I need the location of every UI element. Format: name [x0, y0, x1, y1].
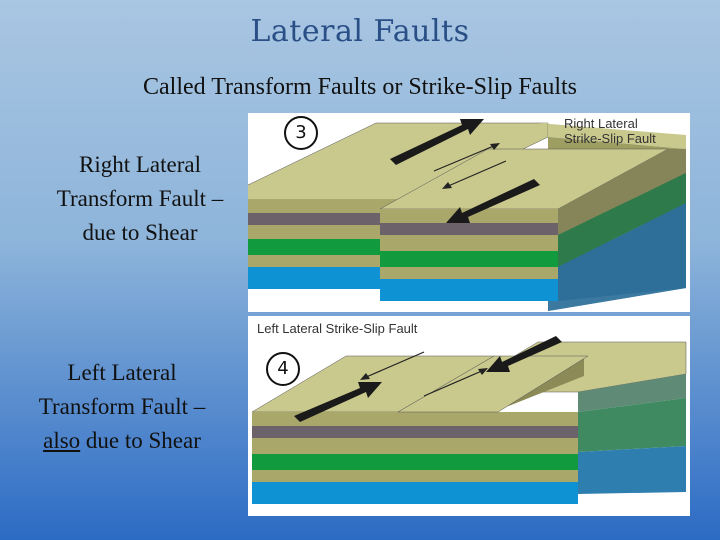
motion-arrows [390, 119, 540, 223]
right-lateral-diagram-label: Right Lateral Strike-Slip Fault [564, 116, 688, 146]
underlined-word: also [43, 428, 81, 453]
front-block [251, 355, 589, 504]
left-caption-line3-rest: due to Shear [80, 428, 201, 453]
left-lateral-diagram-label: Left Lateral Strike-Slip Fault [257, 321, 418, 336]
right-caption-line3: due to Shear [82, 220, 198, 245]
motion-arrows [294, 336, 562, 422]
right-caption-line1: Right Lateral [79, 152, 201, 177]
right-caption-line2: Transform Fault – [56, 186, 224, 211]
left-caption-line2: Transform Fault – [38, 394, 206, 419]
left-caption-line1: Left Lateral [67, 360, 177, 385]
right-lateral-caption: Right Lateral Transform Fault – due to S… [20, 148, 260, 250]
left-caption-line3: also due to Shear [6, 424, 238, 458]
right-lateral-fault-illustration [248, 119, 686, 311]
right-lateral-diagram: Right Lateral Strike-Slip Fault 3 [248, 113, 690, 312]
left-lateral-caption: Left Lateral Transform Fault – also due … [6, 356, 238, 458]
left-lateral-diagram: Left Lateral Strike-Slip Fault 4 [248, 316, 690, 516]
slide-title: Lateral Faults [250, 14, 470, 49]
diagram-number-4: 4 [266, 352, 300, 386]
diagram-number-3: 3 [284, 116, 318, 150]
right-diagram-label-line1: Right Lateral [564, 116, 638, 131]
front-block [379, 148, 686, 301]
slide-subtitle: Called Transform Faults or Strike-Slip F… [142, 74, 577, 100]
right-diagram-label-line2: Strike-Slip Fault [564, 131, 656, 146]
left-lateral-fault-illustration [251, 336, 687, 504]
